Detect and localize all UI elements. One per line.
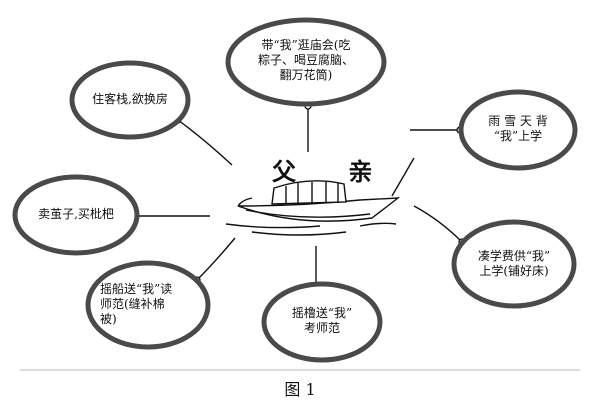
bubble-upper-right — [458, 89, 578, 171]
node-line: 上学(铺好床) — [479, 264, 549, 278]
node-line: 卖茧子,买枇杷 — [38, 207, 114, 221]
node-text-upper-left: 住客栈,欲换房 — [82, 92, 178, 107]
center-title: 父 亲 — [272, 157, 395, 186]
node-text-lower-left: 摇船送“我”读 师范(缝补棉 被) — [100, 282, 196, 327]
node-text-top: 带“我”逛庙会(吃 粽子、喝豆腐脑、 翻万花筒) — [246, 38, 366, 83]
node-line: 师范(缝补棉 — [100, 297, 165, 311]
bubble-lower-right — [451, 219, 577, 309]
connector-lower-left — [196, 237, 236, 281]
node-line: 带“我”逛庙会(吃 — [261, 38, 351, 52]
figure-caption: 图 1 — [284, 380, 316, 399]
node-line: 凑学费供“我” — [477, 249, 551, 263]
node-text-lower-right: 凑学费供“我” 上学(铺好床) — [466, 249, 562, 279]
bubble-bottom — [261, 281, 383, 363]
node-text-upper-right: 雨 雪 天 背 “我”上学 — [470, 114, 566, 144]
node-line: 雨 雪 天 背 — [488, 114, 548, 128]
bubble-lower-left — [85, 260, 211, 350]
node-line: 摇橹送“我” — [291, 306, 353, 320]
node-line: 粽子、喝豆腐脑、 — [257, 53, 354, 67]
bubble-upper-left — [69, 60, 191, 140]
node-line: 考师范 — [303, 321, 340, 335]
bubble-top — [225, 17, 387, 107]
connector-lower-right — [413, 205, 463, 243]
node-line: 住客栈,欲换房 — [92, 92, 168, 106]
node-text-left: 卖茧子,买枇杷 — [26, 207, 126, 222]
node-line: 摇船送“我”读 — [100, 282, 173, 296]
node-line: “我”上学 — [493, 129, 543, 143]
boat-illustration — [225, 157, 415, 236]
bubble-left — [12, 174, 140, 256]
connector-upper-left — [177, 119, 233, 166]
node-text-bottom: 摇橹送“我” 考师范 — [278, 306, 366, 336]
node-line: 翻万花筒) — [279, 68, 333, 82]
node-line: 被) — [100, 312, 117, 326]
